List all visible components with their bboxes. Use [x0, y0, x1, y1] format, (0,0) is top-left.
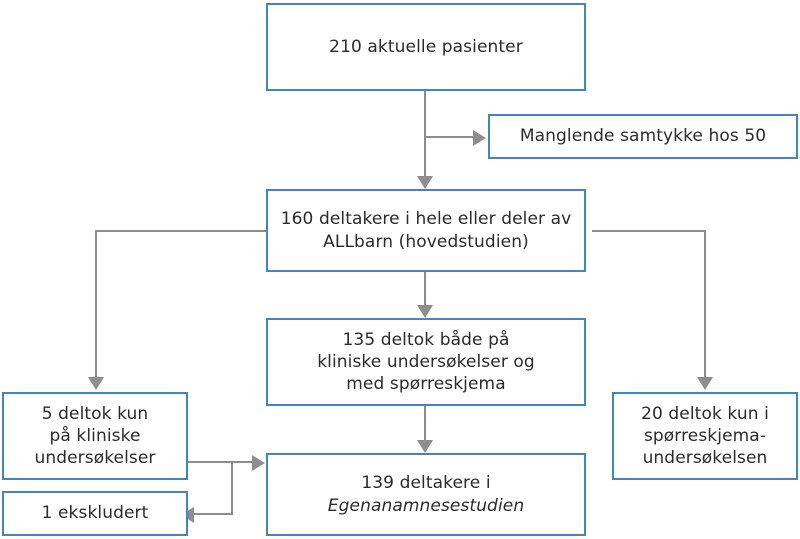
- node-total-patients-label: 210 aktuelle pasienter: [329, 36, 523, 57]
- node-excluded-label: 1 ekskludert: [41, 503, 149, 524]
- connector-main-to-both-vertical: [424, 272, 426, 306]
- node-clinical-only[interactable]: 5 deltok kun på kliniske undersøkelser: [2, 392, 188, 480]
- connector-main-to-questionnaire-vertical: [704, 230, 706, 378]
- arrowhead-main-to-clinical: [88, 377, 104, 390]
- connector-main-to-questionnaire-horizontal: [592, 230, 706, 232]
- node-participants-main-study-label: 160 deltakere i hele eller deler av ALLb…: [280, 209, 572, 252]
- connector-total-to-main-vertical: [424, 91, 426, 177]
- node-egenanamnese-participants-label: 139 deltakere i Egenanamnesestudien: [327, 473, 525, 516]
- arrowhead-clinical-to-egenanamnese: [252, 455, 265, 471]
- node-questionnaire-only[interactable]: 20 deltok kun i spørreskjema- undersøkel…: [612, 392, 798, 480]
- node-missing-consent[interactable]: Manglende samtykke hos 50: [488, 114, 798, 159]
- node-egenanamnese-participants[interactable]: 139 deltakere i Egenanamnesestudien: [266, 453, 586, 536]
- connector-total-to-missing-consent-horizontal: [424, 136, 474, 138]
- node-both-clinical-and-questionnaire[interactable]: 135 deltok både på kliniske undersøkelse…: [266, 318, 586, 406]
- node-missing-consent-label: Manglende samtykke hos 50: [519, 126, 767, 147]
- connector-main-to-clinical-horizontal: [95, 230, 267, 232]
- arrowhead-total-to-missing-consent: [473, 130, 486, 146]
- connector-clinical-to-egenanamnese-horizontal: [188, 461, 260, 463]
- arrowhead-main-to-both: [417, 305, 433, 318]
- node-participants-main-study[interactable]: 160 deltakere i hele eller deler av ALLb…: [266, 189, 586, 272]
- node-clinical-only-label: 5 deltok kun på kliniske undersøkelser: [34, 403, 156, 469]
- arrowhead-both-to-egenanamnese: [417, 440, 433, 453]
- connector-both-to-egenanamnese-vertical: [424, 406, 426, 441]
- node-both-clinical-and-questionnaire-label: 135 deltok både på kliniske undersøkelse…: [317, 329, 535, 395]
- arrowhead-main-to-questionnaire: [697, 377, 713, 390]
- connector-main-to-clinical-vertical: [95, 230, 97, 378]
- connector-clinical-to-excluded-horizontal: [194, 513, 233, 515]
- node-excluded[interactable]: 1 ekskludert: [2, 491, 188, 536]
- node-total-patients[interactable]: 210 aktuelle pasienter: [266, 3, 586, 91]
- node-questionnaire-only-label: 20 deltok kun i spørreskjema- undersøkel…: [641, 403, 769, 469]
- arrowhead-total-to-main: [417, 176, 433, 189]
- connector-clinical-to-excluded-vertical: [231, 461, 233, 515]
